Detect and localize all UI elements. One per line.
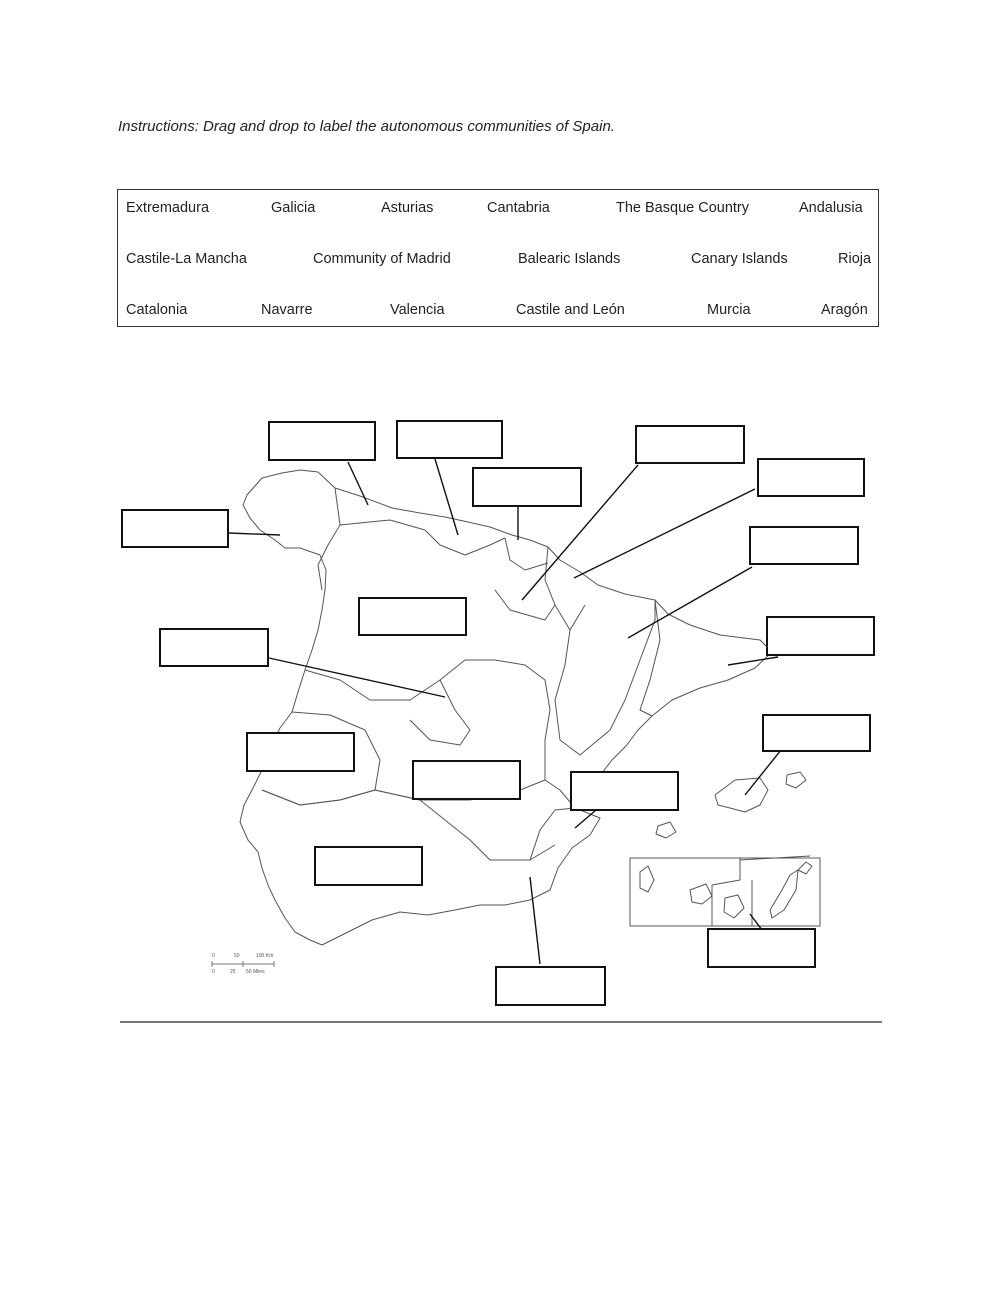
leader-line-asturias [347,461,369,506]
island-tenerife [689,883,713,905]
border-catalonia [639,599,661,717]
island-ibiza [655,821,677,839]
canary-inset-divider [711,855,811,926]
border-cantabria [424,529,506,556]
map-scale: 0 50 100 Km 0 25 50 Miles [210,952,278,976]
island-mallorca [714,777,769,813]
word-castile-la-mancha[interactable]: Castile-La Mancha [126,251,247,267]
scale-bar-graphic [211,961,275,967]
drop-box-8[interactable] [358,597,467,636]
word-balearic-islands[interactable]: Balearic Islands [518,251,621,267]
leader-line-castile-leon [268,657,446,698]
drop-box-10[interactable] [159,628,269,667]
word-basque-country[interactable]: The Basque Country [616,200,749,216]
island-la-palma [639,865,655,893]
border-basque [504,537,549,571]
instructions: Instructions: Drag and drop to label the… [118,118,615,135]
drop-box-15[interactable] [314,846,423,886]
leader-line-galicia [228,532,281,536]
border-navarre [544,546,586,631]
island-gran-canaria [723,894,745,919]
scale-km-50: 50 [234,953,240,959]
drop-box-3[interactable] [635,425,745,464]
drop-box-6[interactable] [121,509,229,548]
word-cantabria[interactable]: Cantabria [487,200,550,216]
drop-box-11[interactable] [762,714,871,752]
word-valencia[interactable]: Valencia [390,302,445,318]
scale-mi-25: 25 [230,969,236,975]
drop-box-14[interactable] [570,771,679,811]
drop-box-7[interactable] [749,526,859,565]
word-navarre[interactable]: Navarre [261,302,313,318]
border-murcia [529,807,576,861]
border-madrid [409,679,471,746]
drop-box-1[interactable] [268,421,376,461]
island-fuerteventura [769,869,799,919]
scale-km-100: 100 Km [256,953,274,959]
border-aragon [554,600,656,756]
leader-line-balearic [744,744,786,796]
border-galicia [317,487,341,591]
drop-box-9[interactable] [766,616,875,656]
drop-box-2[interactable] [396,420,503,459]
border-rioja [494,589,556,621]
leader-line-catalonia [727,656,779,666]
word-bank: Extremadura Galicia Asturias Cantabria T… [117,189,879,327]
word-rioja[interactable]: Rioja [838,251,872,267]
word-andalusia[interactable]: Andalusia [799,200,863,216]
canary-inset-frame [629,857,821,927]
word-asturias[interactable]: Asturias [381,200,434,216]
word-catalonia[interactable]: Catalonia [126,302,188,318]
drop-box-16[interactable] [707,928,816,968]
drop-box-12[interactable] [246,732,355,772]
leader-line-valencia [574,809,597,829]
island-lanzarote [797,861,813,875]
word-murcia[interactable]: Murcia [707,302,751,318]
word-extremadura[interactable]: Extremadura [126,200,210,216]
border-asturias [339,519,426,531]
leader-line-cantabria [434,458,459,536]
scale-km-0: 0 [212,953,215,959]
drop-box-13[interactable] [412,760,521,800]
word-castile-and-leon[interactable]: Castile and León [516,302,625,318]
word-aragon[interactable]: Aragón [821,302,868,318]
leader-line-murcia [529,876,541,965]
drop-box-17[interactable] [495,966,606,1006]
border-castile-leon-south [304,659,551,741]
bottom-divider [120,1021,882,1023]
island-menorca [785,771,807,789]
scale-mi-0: 0 [212,969,215,975]
word-community-of-madrid[interactable]: Community of Madrid [313,251,451,267]
word-galicia[interactable]: Galicia [271,200,316,216]
leader-line-navarre [573,488,756,579]
drop-box-5[interactable] [757,458,865,497]
word-canary-islands[interactable]: Canary Islands [691,251,788,267]
drop-box-4[interactable] [472,467,582,507]
leader-line-aragon [627,566,753,639]
scale-mi-50: 50 Miles [246,969,265,975]
